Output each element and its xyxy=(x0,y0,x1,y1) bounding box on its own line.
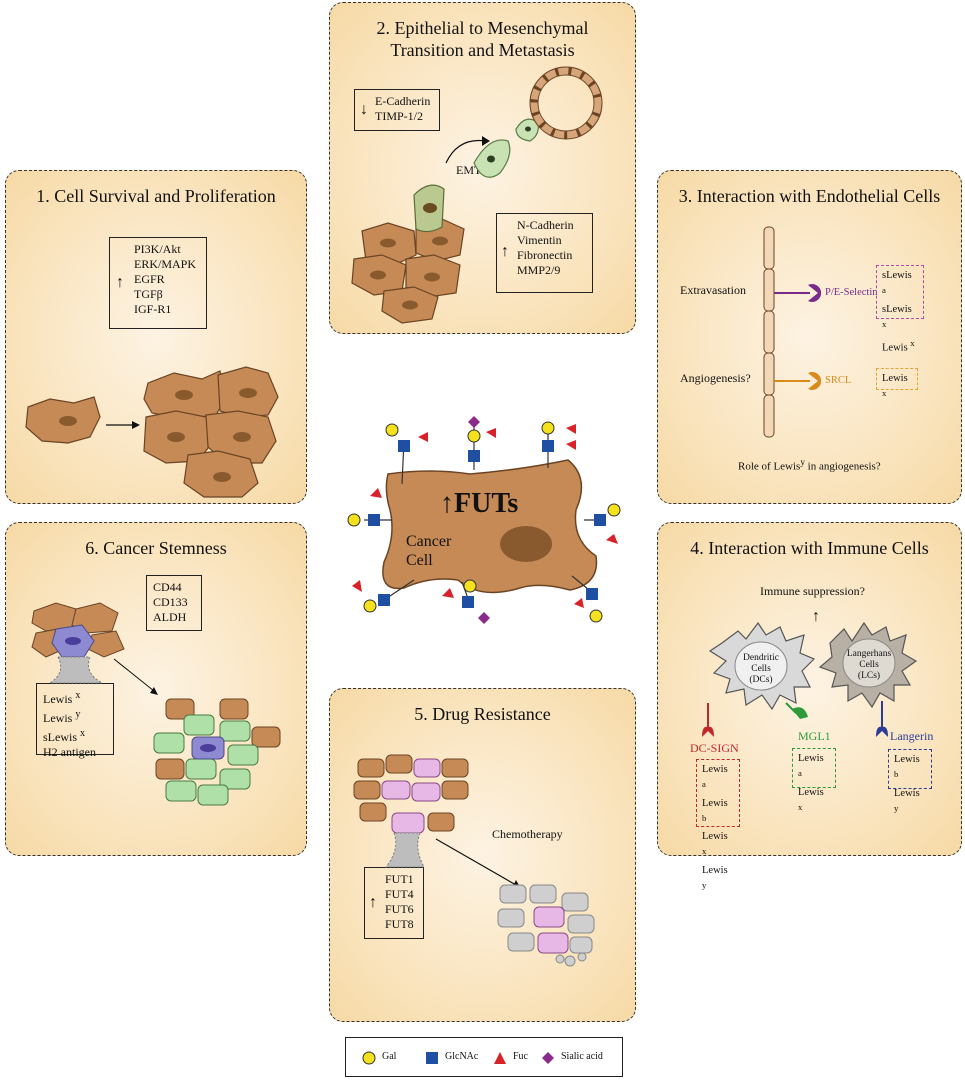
ligand-item: Lewis xyxy=(702,864,728,876)
panel-immune-cells: 4. Interaction with Immune Cells Immune … xyxy=(657,522,962,890)
panel-title: 6. Cancer Stemness xyxy=(85,538,227,558)
immune-illustration xyxy=(702,621,918,737)
fut-box: FUT1 FUT4 FUT6 FUT8 xyxy=(364,867,424,939)
ligand-item: sLewis xyxy=(882,270,912,281)
ligand-item: Lewis xyxy=(702,797,728,809)
mgl1-ligand-box: Lewis a Lewis x xyxy=(792,748,836,812)
mgl1-label: MGL1 xyxy=(798,729,831,743)
srcl-label: SRCL xyxy=(825,375,852,386)
marker-item: CD44 xyxy=(153,580,182,594)
futs-label: ↑FUTs xyxy=(440,488,519,519)
ligand-item: Lewis xyxy=(882,373,908,384)
sialic-acid-icon xyxy=(542,1052,554,1064)
ligand-item: Lewis xyxy=(43,692,73,706)
drug-resistance-illustration xyxy=(353,754,595,967)
ligand-item: Lewis xyxy=(43,711,73,725)
langerin-ligand-box: Lewis b Lewis y xyxy=(888,749,932,813)
ligand-item: Lewis xyxy=(894,787,920,799)
marker-item: IGF-R1 xyxy=(134,302,172,316)
panel-drug-resistance: 5. Drug Resistance Chemotherapy FUT1 FUT… xyxy=(329,688,636,1022)
up-arrow: ↑ xyxy=(812,608,820,625)
ligand-item: Lewis xyxy=(702,764,728,775)
marker-item: TIMP-1/2 xyxy=(375,109,423,123)
legend-label-gal: Gal xyxy=(382,1051,397,1062)
legend-symbols xyxy=(362,1051,554,1065)
lc-label: Langerhans Cells (LCs) xyxy=(846,649,892,681)
vessel-illustration xyxy=(763,226,822,438)
chemotherapy-label: Chemotherapy xyxy=(492,827,563,841)
panel-title: 3. Interaction with Endothelial Cells xyxy=(678,186,941,206)
marker-item: E-Cadherin xyxy=(375,94,431,108)
stemness-illustration xyxy=(31,602,281,806)
legend-label-sialic: Sialic acid xyxy=(561,1051,603,1062)
role-text: Role of Lewisy in angiogenesis? xyxy=(738,457,881,473)
marker-item: CD133 xyxy=(153,595,188,609)
legend: Gal GlcNAc Fuc Sialic acid xyxy=(345,1037,623,1077)
emt-illustration xyxy=(351,66,603,324)
marker-item: Vimentin xyxy=(517,233,562,247)
marker-item: Fibronectin xyxy=(517,248,573,262)
ligand-item: sLewis xyxy=(882,303,912,315)
legend-label-fuc: Fuc xyxy=(513,1051,528,1062)
legend-label-glcnac: GlcNAc xyxy=(445,1051,479,1062)
ligand-item: sLewis xyxy=(43,730,77,744)
up-arrow: ↑ xyxy=(501,243,509,260)
srcl-ligand-box: Lewis x xyxy=(876,368,918,398)
panel-title: 5. Drug Resistance xyxy=(414,704,551,724)
marker-item: PI3K/Akt xyxy=(134,242,181,256)
marker-item: MMP2/9 xyxy=(517,263,561,277)
dc-label: Dendritic Cells (DCs) xyxy=(743,653,779,685)
glcnac-icon xyxy=(426,1052,438,1064)
marker-item: ERK/MAPK xyxy=(134,257,197,271)
gal-icon xyxy=(362,1051,376,1065)
glcnac-icon xyxy=(368,440,606,608)
up-arrow: ↑ xyxy=(116,274,124,291)
panel-title: 1. Cell Survival and Proliferation xyxy=(36,186,276,206)
ligand-item: Lewis xyxy=(798,753,824,764)
ligand-item: Lewis xyxy=(882,342,908,354)
ligand-item: Lewis xyxy=(798,786,824,798)
panel-title-line2: Transition and Metastasis xyxy=(390,40,575,60)
panel-emt-metastasis: 2. Epithelial to Mesenchymal Transition … xyxy=(329,2,636,334)
fuc-icon xyxy=(352,424,618,608)
gal-icon xyxy=(347,421,621,623)
marker-item: EGFR xyxy=(134,272,165,286)
dcsign-ligand-box: Lewis a Lewis b Lewis x Lewis y xyxy=(696,759,740,890)
down-marker-box: E-Cadherin TIMP-1/2 xyxy=(354,89,440,131)
down-arrow: ↓ xyxy=(360,101,368,118)
marker-item: FUT4 xyxy=(385,887,414,901)
marker-item: FUT6 xyxy=(385,902,414,916)
proliferation-illustration xyxy=(25,366,279,498)
panel-cell-survival: 1. Cell Survival and Proliferation PI3K/… xyxy=(5,170,307,504)
stemness-marker-box: CD44 CD133 ALDH xyxy=(146,575,202,631)
up-marker-box: N-Cadherin Vimentin Fibronectin MMP2/9 xyxy=(496,213,593,293)
up-arrow: ↑ xyxy=(369,894,377,911)
panel-title-line1: 2. Epithelial to Mesenchymal xyxy=(376,18,589,38)
marker-item: ALDH xyxy=(153,610,187,624)
dcsign-label: DC-SIGN xyxy=(690,741,739,755)
selectin-ligand-box: sLewis a sLewis x Lewis x xyxy=(876,265,924,354)
langerin-label: Langerin xyxy=(890,729,934,743)
panel-title: 4. Interaction with Immune Cells xyxy=(690,538,929,558)
selectin-label: P/E-Selectin xyxy=(825,287,878,298)
ligand-item: Lewis xyxy=(894,754,920,765)
sialic-acid-icon xyxy=(468,416,490,624)
fuc-icon xyxy=(494,1052,506,1064)
marker-item: TGFβ xyxy=(134,287,163,301)
panel-cancer-stemness: 6. Cancer Stemness CD44 CD133 ALDH Lewis… xyxy=(5,522,307,856)
extravasation-label: Extravasation xyxy=(680,283,746,297)
marker-item: N-Cadherin xyxy=(517,218,574,232)
marker-box: PI3K/Akt ERK/MAPK EGFR TGFβ IGF-R1 xyxy=(109,237,207,329)
lewis-box: Lewis x Lewis y sLewis x H2 antigen xyxy=(36,683,114,759)
panel-endothelial: 3. Interaction with Endothelial Cells Ex… xyxy=(657,170,962,504)
immune-suppression-label: Immune suppression? xyxy=(760,584,865,598)
ligand-item: H2 antigen xyxy=(43,745,96,759)
ligand-item: Lewis xyxy=(702,831,728,842)
cancer-cell-label: Cancer Cell xyxy=(406,533,452,569)
emt-label: EMT xyxy=(456,163,482,177)
angiogenesis-label: Angiogenesis? xyxy=(680,371,751,385)
marker-item: FUT8 xyxy=(385,917,414,931)
marker-item: FUT1 xyxy=(385,872,414,886)
